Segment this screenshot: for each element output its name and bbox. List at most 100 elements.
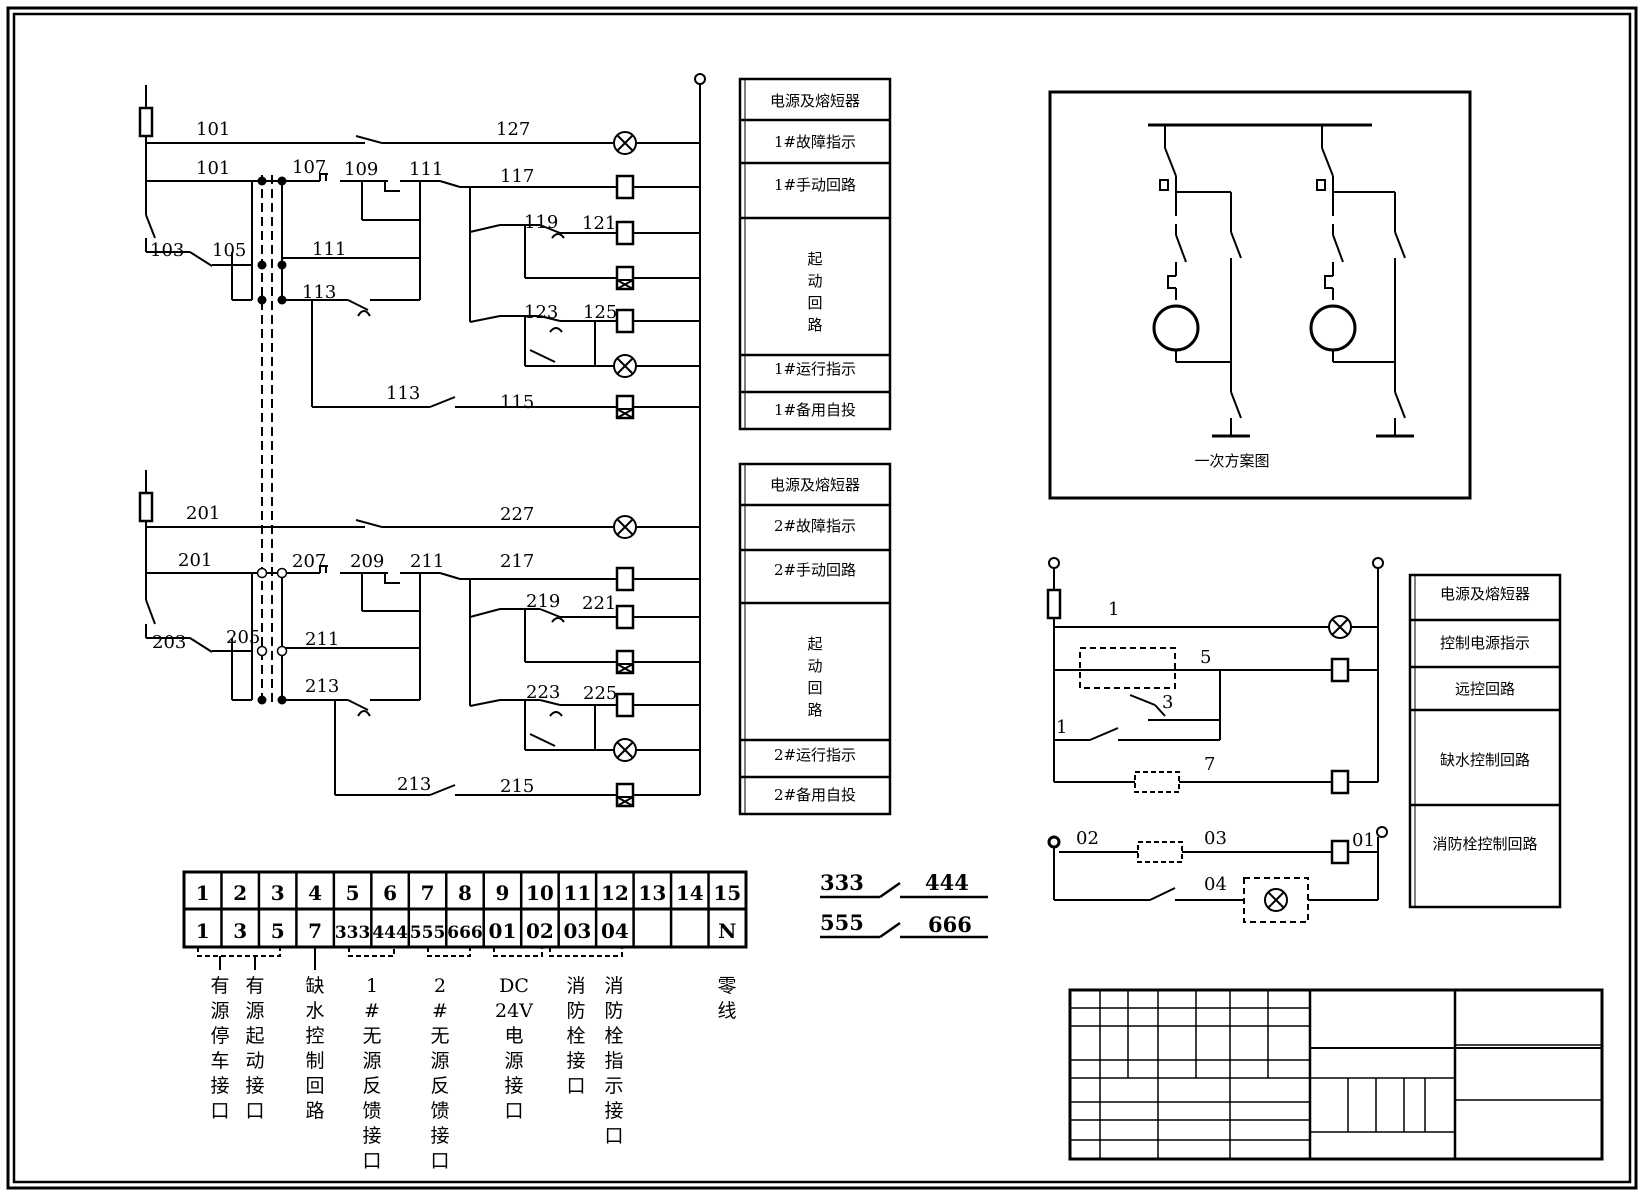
wire-label: 107 — [292, 157, 326, 178]
panel-2-row: 2#手动回路 — [774, 561, 856, 579]
wire-label: 201 — [178, 550, 212, 571]
terminal-label: 有源停车接口 — [210, 975, 229, 1122]
terminal-number: 9 — [496, 881, 510, 905]
panel-2-row: 2#备用自投 — [774, 786, 856, 804]
terminal-number: 5 — [346, 881, 360, 905]
wire-label: 119 — [524, 212, 558, 233]
wire-label: 221 — [582, 593, 616, 614]
panel-3-row: 消防栓控制回路 — [1432, 835, 1537, 853]
panel-3-frame — [1408, 573, 1562, 909]
feedback-b2: 666 — [928, 912, 972, 937]
terminal-label: 缺水控制回路 — [305, 975, 324, 1122]
terminal-number: 14 — [676, 881, 704, 905]
selector-switch-sa — [256, 175, 288, 706]
terminal-number: 3 — [271, 881, 285, 905]
wire-label: 105 — [212, 240, 246, 261]
terminal-strip — [182, 870, 748, 949]
wire-label: 01 — [1352, 830, 1375, 851]
wire-label: 213 — [305, 676, 339, 697]
terminal-number: 1 — [196, 881, 210, 905]
terminal-label: 1#无源反馈接口 — [362, 975, 381, 1172]
panel-2-frame — [738, 462, 892, 816]
wire-label: 02 — [1076, 828, 1099, 849]
terminal-wire: 555 — [410, 923, 446, 943]
terminal-wire: 03 — [563, 919, 591, 943]
panel-3-row: 缺水控制回路 — [1440, 751, 1530, 769]
terminal-label: 零线 — [717, 975, 736, 1022]
wire-label: 5 — [1200, 647, 1211, 668]
terminal-wire: 1 — [196, 919, 210, 943]
terminal-wire: 333 — [335, 923, 371, 943]
wire-label: 213 — [397, 774, 431, 795]
feedback-contacts — [820, 881, 988, 939]
terminal-number: 10 — [526, 881, 554, 905]
wire-label: 203 — [152, 632, 186, 653]
panel-2-row: 电源及熔短器 — [770, 476, 860, 494]
panel-1-row: 1#运行指示 — [774, 360, 856, 378]
wire-label: 103 — [150, 240, 184, 261]
panel-1-frame — [738, 77, 892, 431]
wire-label: 211 — [410, 551, 444, 572]
wire-label: 113 — [302, 282, 336, 303]
wire-label: 115 — [500, 392, 534, 413]
terminal-label: 有源起动接口 — [245, 975, 264, 1122]
wire-label: 207 — [292, 551, 326, 572]
circuit-1 — [138, 85, 700, 420]
panel-1-row: 1#手动回路 — [774, 176, 856, 194]
wire-label: 1 — [1108, 599, 1119, 620]
panel-3-row: 控制电源指示 — [1440, 634, 1530, 652]
feedback-a1: 333 — [820, 870, 864, 895]
terminal-wire: 7 — [308, 919, 322, 943]
terminal-wire: N — [718, 919, 736, 943]
panel-2-vertical-label: 起动回路 — [807, 635, 822, 719]
terminal-number: 13 — [638, 881, 666, 905]
terminal-number: 2 — [233, 881, 247, 905]
terminal-number: 12 — [601, 881, 629, 905]
circuit-2 — [138, 470, 700, 808]
wire-label: 04 — [1204, 874, 1227, 895]
wire-label: 121 — [582, 213, 616, 234]
wire-label: 113 — [386, 383, 420, 404]
wire-label: 101 — [196, 119, 230, 140]
terminal-wire: 666 — [447, 923, 483, 943]
wire-label: 217 — [500, 551, 534, 572]
wire-label: 227 — [500, 504, 534, 525]
panel-1-row: 电源及熔短器 — [770, 92, 860, 110]
panel-1-vertical-label: 起动回路 — [807, 250, 822, 334]
terminal-wire: 3 — [233, 919, 247, 943]
feedback-a2: 444 — [925, 870, 969, 895]
wire-label: 7 — [1204, 754, 1215, 775]
wire-label: 117 — [500, 166, 534, 187]
feedback-b1: 555 — [820, 910, 864, 935]
panel-2-row: 2#运行指示 — [774, 746, 856, 764]
wire-label: 205 — [226, 627, 260, 648]
wire-label: 209 — [350, 551, 384, 572]
terminal-wire: 04 — [601, 919, 629, 943]
wire-label: 201 — [186, 503, 220, 524]
panel-1-row: 1#故障指示 — [774, 133, 856, 151]
terminal-number: 11 — [563, 881, 591, 905]
primary-scheme — [1048, 90, 1472, 500]
wire-label: 03 — [1204, 828, 1227, 849]
terminal-columns — [220, 872, 710, 947]
panel-3-row: 远控回路 — [1455, 680, 1515, 698]
outer-frame — [6, 6, 1638, 1190]
wire-label: 123 — [524, 302, 558, 323]
terminal-number: 4 — [308, 881, 322, 905]
inner-frame — [12, 12, 1632, 1184]
terminal-wire: 5 — [271, 919, 285, 943]
terminal-brackets — [197, 947, 623, 970]
wire-label: 127 — [496, 119, 530, 140]
wire-label: 219 — [526, 591, 560, 612]
terminal-wire: 01 — [489, 919, 517, 943]
wire-label: 223 — [526, 682, 560, 703]
wire-label: 3 — [1162, 692, 1173, 713]
terminal-number: 15 — [713, 881, 741, 905]
terminal-label: 2#无源反馈接口 — [430, 975, 449, 1172]
aux-circuit — [1046, 557, 1388, 923]
panel-1-row: 1#备用自投 — [774, 401, 856, 419]
wire-label: 111 — [312, 239, 346, 260]
terminal-number: 8 — [458, 881, 472, 905]
